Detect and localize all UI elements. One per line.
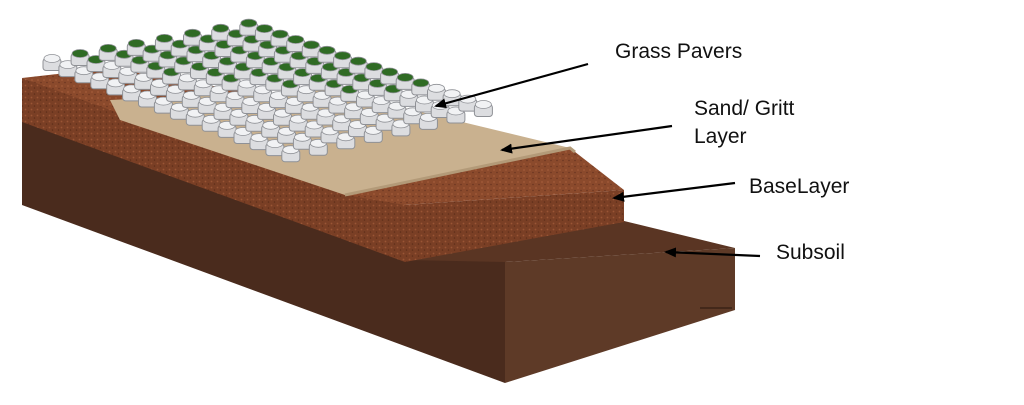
grass-pavers-label: Grass Pavers [615, 40, 743, 63]
paver-cell-top [443, 89, 461, 99]
paver-cell-top [43, 54, 61, 63]
subsoil-layer [22, 115, 735, 383]
subsoil-side-face [505, 248, 735, 383]
subsoil-label: Subsoil [776, 241, 845, 264]
arrows [434, 62, 761, 258]
grass-fill [349, 56, 367, 66]
grass-fill [99, 44, 117, 53]
paver-cell-top [428, 83, 445, 93]
grass-fill [302, 40, 320, 50]
sand-edge [344, 146, 576, 197]
arrow-icon [612, 181, 736, 202]
subsoil-front-face [22, 115, 505, 383]
base-layer-label: BaseLayer [749, 175, 850, 198]
sand-layer-label: Sand/ Gritt Layer [694, 95, 794, 151]
base-front-face [22, 78, 405, 262]
grass-fill [381, 67, 399, 77]
paver-cell-top [474, 100, 492, 109]
grass-fill [240, 18, 258, 28]
grass-fill [255, 24, 273, 34]
grass-fill [155, 34, 173, 43]
grass-fill [396, 73, 414, 82]
arrow-icon [664, 247, 761, 258]
sand-layer-label-line1: Sand/ Gritt [694, 97, 795, 120]
grass-fill [365, 62, 383, 71]
grass-fill [271, 29, 289, 39]
grass-fill [71, 49, 89, 58]
sand-layer-label-line2: Layer [694, 125, 747, 148]
arrow-icon [500, 124, 673, 154]
arrow-icon [434, 62, 589, 109]
grass-fill [412, 78, 430, 88]
grass-fill [212, 23, 230, 33]
grass-fill [318, 45, 336, 55]
grass-fill [184, 28, 201, 38]
grass-fill [127, 39, 145, 48]
base-side-face [405, 190, 624, 262]
grass-pavers-grid [42, 18, 493, 163]
grass-fill [334, 51, 352, 61]
grass-fill [287, 35, 305, 44]
